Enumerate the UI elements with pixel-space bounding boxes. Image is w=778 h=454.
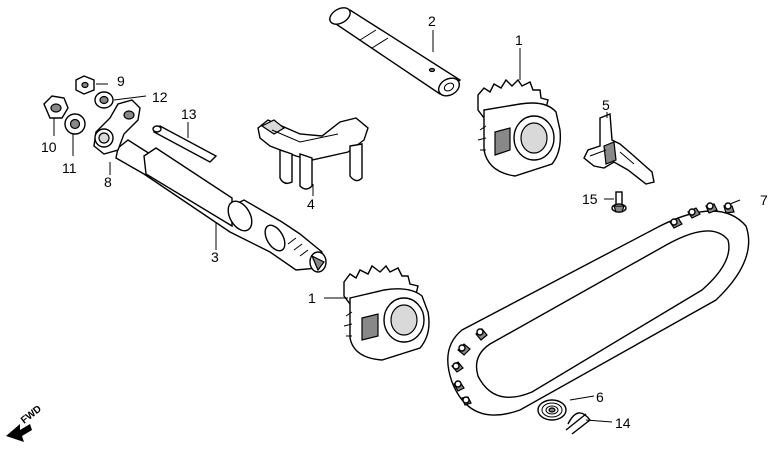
part-13-pin [152,125,218,163]
part-2-pin [328,7,462,97]
part-7-chain [447,202,750,416]
part-10-nut [43,95,69,119]
callout-3: 3 [211,249,219,265]
callout-7: 7 [760,192,768,208]
part-5-clip [583,112,655,185]
callout-1-top: 1 [515,32,523,48]
callout-15: 15 [582,191,598,207]
callout-9: 9 [117,73,125,89]
callout-8: 8 [104,174,112,190]
callout-4: 4 [307,196,315,212]
part-9-nut [75,75,95,95]
callout-13: 13 [181,106,197,122]
part-4-fork [257,117,369,190]
part-8-lever [93,99,141,155]
part-6-spring [537,399,567,421]
leader-lines [53,30,741,423]
callout-14: 14 [615,415,631,431]
callout-5: 5 [602,97,610,113]
part-3-shaft [115,139,327,273]
part-11-washer [64,113,86,135]
callout-12: 12 [152,89,168,105]
fwd-label: FWD [19,404,44,427]
part-14-clip [565,412,591,435]
callout-10: 10 [41,139,57,155]
part-12-washer [94,91,114,109]
callout-1-bottom: 1 [308,290,316,306]
callout-6: 6 [596,389,604,405]
fwd-arrow [6,424,32,442]
callout-11: 11 [62,160,77,176]
part-15-bolt [611,191,627,213]
part-1-bottom-sprocket [343,264,430,361]
part-1-top-sprocket [477,78,562,177]
callout-2: 2 [428,13,436,29]
